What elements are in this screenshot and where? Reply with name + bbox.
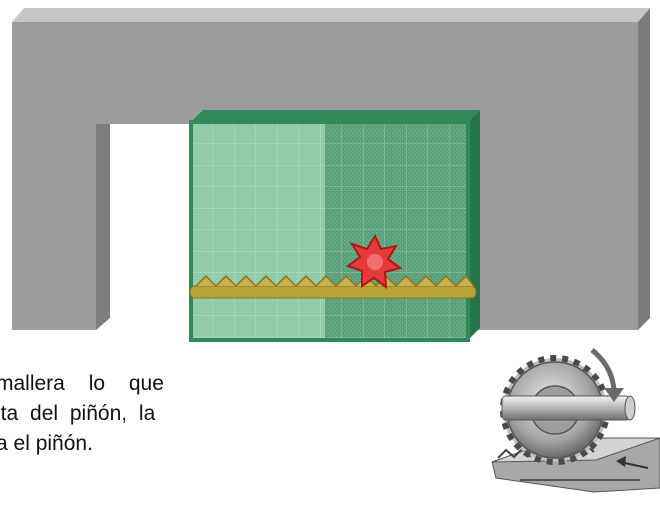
caption-text: mallera lo que lta del piñón, la a el pi…	[0, 369, 330, 459]
contact-burst-icon	[345, 233, 403, 290]
green-panel	[189, 110, 480, 342]
caption-line-2: lta del piñón, la	[0, 402, 156, 425]
rack-and-pinion-illustration	[491, 348, 660, 493]
rack-bar	[189, 274, 477, 299]
caption-line-3: a el piñón.	[0, 432, 93, 455]
caption-line-1: mallera lo que	[0, 372, 164, 395]
